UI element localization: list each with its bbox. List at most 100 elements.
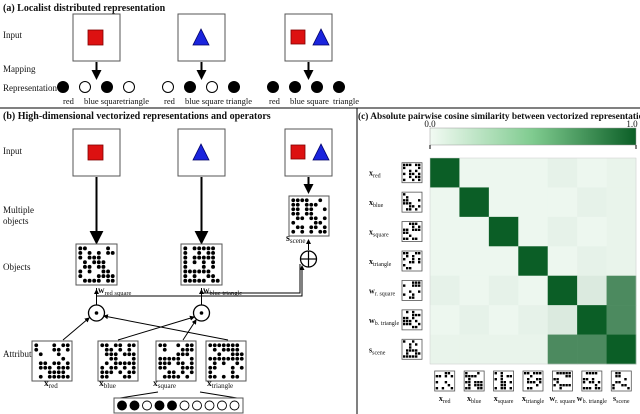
vector-element: [206, 274, 211, 279]
vector-element: [96, 274, 101, 279]
vector-element: [113, 365, 118, 370]
vector-element: [226, 356, 231, 361]
vector-element: [313, 216, 318, 221]
vector-element: [104, 370, 109, 375]
vector-element: [309, 207, 314, 212]
heatmap-row-thumbnail: [401, 309, 423, 331]
vector-element: [104, 374, 109, 379]
heatmap-cell: [518, 334, 549, 365]
vector-element: [309, 211, 314, 216]
heatmap-cell: [488, 216, 519, 247]
vector-element: [304, 207, 309, 212]
heatmap-cell: [430, 334, 460, 365]
vector-element: [322, 216, 327, 221]
heatmap-column-thumbnail: [434, 370, 456, 392]
vector-element: [47, 365, 52, 370]
vector-element: [197, 250, 202, 255]
vector-element: [230, 343, 235, 348]
vector-element: [235, 356, 240, 361]
vector-element: [82, 260, 87, 265]
vector-element: [221, 347, 226, 352]
vector-element: [212, 343, 217, 348]
heatmap-row-thumbnail: [401, 162, 423, 184]
vector-element: [176, 374, 181, 379]
vector-element: [183, 260, 188, 265]
vector-element: [201, 264, 206, 269]
row-label-multiple: Multiple: [3, 205, 34, 215]
vector-element: [192, 269, 197, 274]
heatmap-cell: [606, 305, 637, 335]
vector-element: [180, 361, 185, 366]
vector-element: [118, 370, 123, 375]
vector-element: [100, 365, 105, 370]
vector-element: [96, 250, 101, 255]
label-x-square: xsquare: [153, 379, 176, 390]
vector-element: [189, 347, 194, 352]
vector-element: [78, 250, 83, 255]
expanded-vector-unit: [129, 400, 140, 411]
vector-element: [96, 260, 101, 265]
vector-element: [113, 343, 118, 348]
vector-element: [189, 370, 194, 375]
heatmap-row-label: xred: [369, 169, 381, 180]
row-label-representation: Representation: [3, 83, 57, 93]
vector-x-red: [31, 340, 73, 382]
vector-element: [167, 361, 172, 366]
representation-words-1: red blue square triangle: [63, 96, 149, 106]
vector-element: [295, 202, 300, 207]
bind-operator-1: [87, 304, 106, 322]
heatmap-cell: [577, 275, 607, 306]
vector-element: [318, 229, 323, 234]
panel-c-title: (c) Absolute pairwise cosine similarity …: [358, 111, 640, 122]
vector-s-scene: [288, 195, 330, 237]
label-w-red-square: wred square: [98, 285, 132, 297]
heatmap-cell: [518, 158, 549, 188]
vector-element: [211, 246, 216, 251]
vector-element: [239, 352, 244, 357]
row-label-mapping: Mapping: [3, 64, 36, 74]
heatmap-cell: [518, 275, 549, 306]
heatmap-row-label: wr. square: [369, 286, 395, 297]
label-x-red: xred: [44, 379, 58, 390]
vector-element: [158, 356, 163, 361]
heatmap-row-label: xblue: [369, 198, 384, 209]
vector-element: [180, 370, 185, 375]
vector-element: [226, 347, 231, 352]
panel-a-title: (a) Localist distributed representation: [3, 3, 166, 14]
vector-element: [65, 365, 70, 370]
vector-element: [291, 229, 296, 234]
vector-element: [109, 365, 114, 370]
expanded-vector-unit: [204, 400, 215, 411]
vector-element: [304, 202, 309, 207]
heatmap-cell: [459, 305, 490, 335]
vector-element: [208, 374, 213, 379]
heatmap-cell: [547, 275, 578, 306]
svg-text:red: red: [164, 96, 176, 106]
heatmap-cell: [577, 305, 607, 335]
heatmap-cell: [606, 158, 637, 188]
vector-element: [100, 374, 105, 379]
heatmap-cell: [488, 275, 519, 306]
vector-element: [56, 347, 61, 352]
vector-element: [52, 347, 57, 352]
vector-element: [201, 278, 206, 283]
svg-text:blue square: blue square: [290, 96, 329, 106]
vector-element: [226, 343, 231, 348]
vector-element: [295, 216, 300, 221]
vector-element: [162, 347, 167, 352]
heatmap-cell: [488, 246, 519, 277]
vector-element: [176, 352, 181, 357]
heatmap-row-label: xtriangle: [369, 257, 392, 268]
vector-element: [47, 370, 52, 375]
heatmap-column-thumbnail: [493, 370, 514, 392]
vector-element: [109, 370, 114, 375]
vector-element: [239, 356, 244, 361]
vector-element: [212, 361, 217, 366]
vector-element: [61, 370, 66, 375]
heatmap-cell: [430, 305, 460, 335]
vector-element: [109, 352, 114, 357]
vector-element: [235, 361, 240, 366]
heatmap-cell: [430, 216, 460, 247]
vector-element: [158, 365, 163, 370]
